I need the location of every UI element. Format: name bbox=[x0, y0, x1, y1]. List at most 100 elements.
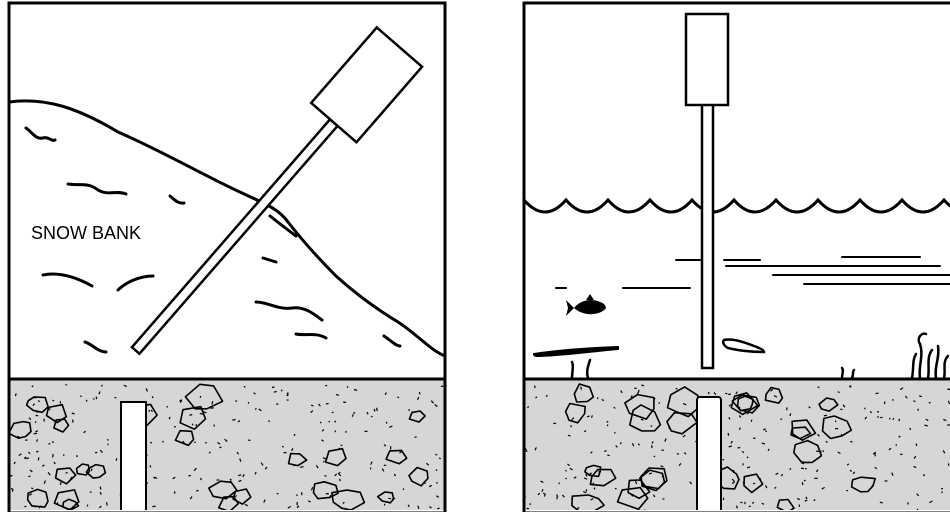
gravel-speck bbox=[232, 418, 236, 421]
gravel-speck bbox=[31, 385, 34, 388]
gravel-speck bbox=[47, 472, 51, 476]
gravel-speck bbox=[762, 428, 766, 431]
gravel-speck bbox=[875, 392, 879, 395]
gravel-speck bbox=[924, 424, 928, 427]
gravel-speck bbox=[149, 441, 153, 444]
gravel-speck bbox=[556, 494, 559, 498]
gravel-speck bbox=[837, 391, 840, 394]
gravel-speck bbox=[328, 420, 331, 423]
gravel-speck bbox=[565, 477, 568, 480]
gravel-speck bbox=[236, 451, 240, 455]
stake-pole bbox=[700, 102, 715, 370]
gravel-speck bbox=[872, 451, 877, 455]
gravel-speck bbox=[913, 465, 917, 469]
gravel-speck bbox=[10, 474, 13, 477]
gravel-speck bbox=[590, 497, 594, 501]
gravel-speck bbox=[242, 474, 245, 478]
gravel-stone bbox=[179, 405, 207, 430]
gravel-speck bbox=[208, 451, 211, 454]
gravel-speck bbox=[85, 399, 88, 402]
gravel-speck bbox=[789, 413, 792, 417]
gravel-speck bbox=[637, 389, 640, 393]
snow-bank-panel: SNOW BANK bbox=[9, 25, 445, 510]
gravel-stone bbox=[376, 491, 395, 504]
snow-texture-marks bbox=[24, 126, 402, 354]
gravel-speck bbox=[583, 430, 587, 433]
gravel-speck bbox=[919, 395, 923, 398]
gravel-stone bbox=[818, 397, 839, 412]
gravel-stone bbox=[571, 494, 605, 510]
gravel-speck bbox=[598, 470, 600, 473]
gravel-speck bbox=[99, 486, 102, 490]
gravel-speck bbox=[543, 493, 546, 497]
gravel-speck bbox=[728, 404, 732, 407]
gravel-speck bbox=[369, 467, 372, 470]
gravel-speck bbox=[321, 439, 324, 442]
gravel-speck bbox=[947, 388, 950, 391]
gravel-speck bbox=[376, 407, 378, 412]
stake-sign bbox=[309, 25, 424, 145]
gravel-speck bbox=[789, 467, 792, 471]
gravel-speck bbox=[435, 469, 438, 472]
gravel-speck bbox=[811, 441, 814, 444]
gravel-speck bbox=[660, 465, 664, 468]
gravel-speck bbox=[331, 411, 334, 414]
gravel-speck bbox=[18, 453, 22, 457]
gravel-speck bbox=[840, 433, 843, 437]
gravel-stone bbox=[793, 439, 823, 464]
gravel-speck bbox=[69, 476, 73, 481]
gravel-speck bbox=[105, 502, 108, 506]
gravel-stone bbox=[731, 394, 761, 414]
water-panel-frame bbox=[522, 1, 950, 512]
gravel-stone bbox=[408, 410, 426, 423]
gravel-speck bbox=[928, 401, 931, 404]
gravel-speck bbox=[676, 453, 680, 455]
gravel-stone bbox=[75, 463, 91, 476]
gravel-stone bbox=[85, 463, 107, 479]
gravel-speck bbox=[850, 440, 853, 443]
gravel-speck bbox=[334, 473, 338, 477]
snow-bank-panel-frame bbox=[7, 1, 447, 512]
gravel-speck bbox=[898, 418, 901, 422]
gravel-speck bbox=[804, 499, 808, 502]
gravel-speck bbox=[876, 410, 880, 413]
gravel-speck bbox=[16, 435, 20, 438]
gravel-speck bbox=[244, 503, 249, 507]
gravel-speck bbox=[689, 481, 693, 485]
gravel-speck bbox=[370, 461, 373, 465]
gravel-speck bbox=[28, 493, 33, 496]
gravel-stone bbox=[850, 476, 876, 493]
gravel-speck bbox=[675, 387, 678, 390]
gravel-speck bbox=[38, 505, 42, 509]
gravel-stone bbox=[217, 495, 240, 510]
gravel-speck bbox=[606, 424, 609, 427]
gravel-speck bbox=[397, 396, 400, 399]
gravel-stone bbox=[743, 473, 764, 494]
gravel-speck bbox=[237, 420, 241, 423]
gravel-speck bbox=[682, 412, 684, 416]
gravel-speck bbox=[204, 442, 207, 444]
gravel-speck bbox=[26, 433, 29, 436]
gravel-speck bbox=[260, 462, 264, 466]
gravel-texture bbox=[524, 383, 950, 510]
gravel-speck bbox=[879, 501, 883, 504]
stake-sign bbox=[684, 12, 730, 107]
gravel-speck bbox=[286, 394, 289, 397]
gravel-speck bbox=[635, 481, 638, 485]
gravel-speck bbox=[37, 400, 40, 403]
gravel-speck bbox=[425, 462, 429, 466]
gravel-speck bbox=[366, 411, 369, 415]
gravel-speck bbox=[189, 496, 193, 500]
gravel-speck bbox=[849, 469, 853, 472]
gravel-speck bbox=[71, 412, 75, 415]
water-surface-waves bbox=[524, 197, 950, 214]
gravel-stone bbox=[764, 386, 784, 404]
gravel-speck bbox=[268, 420, 271, 422]
gravel-speck bbox=[888, 447, 892, 451]
gravel-speck bbox=[917, 408, 920, 411]
gravel-speck bbox=[322, 457, 327, 460]
gravel-speck bbox=[907, 502, 909, 505]
gravel-speck bbox=[48, 443, 51, 445]
gravel-speck bbox=[152, 505, 156, 508]
